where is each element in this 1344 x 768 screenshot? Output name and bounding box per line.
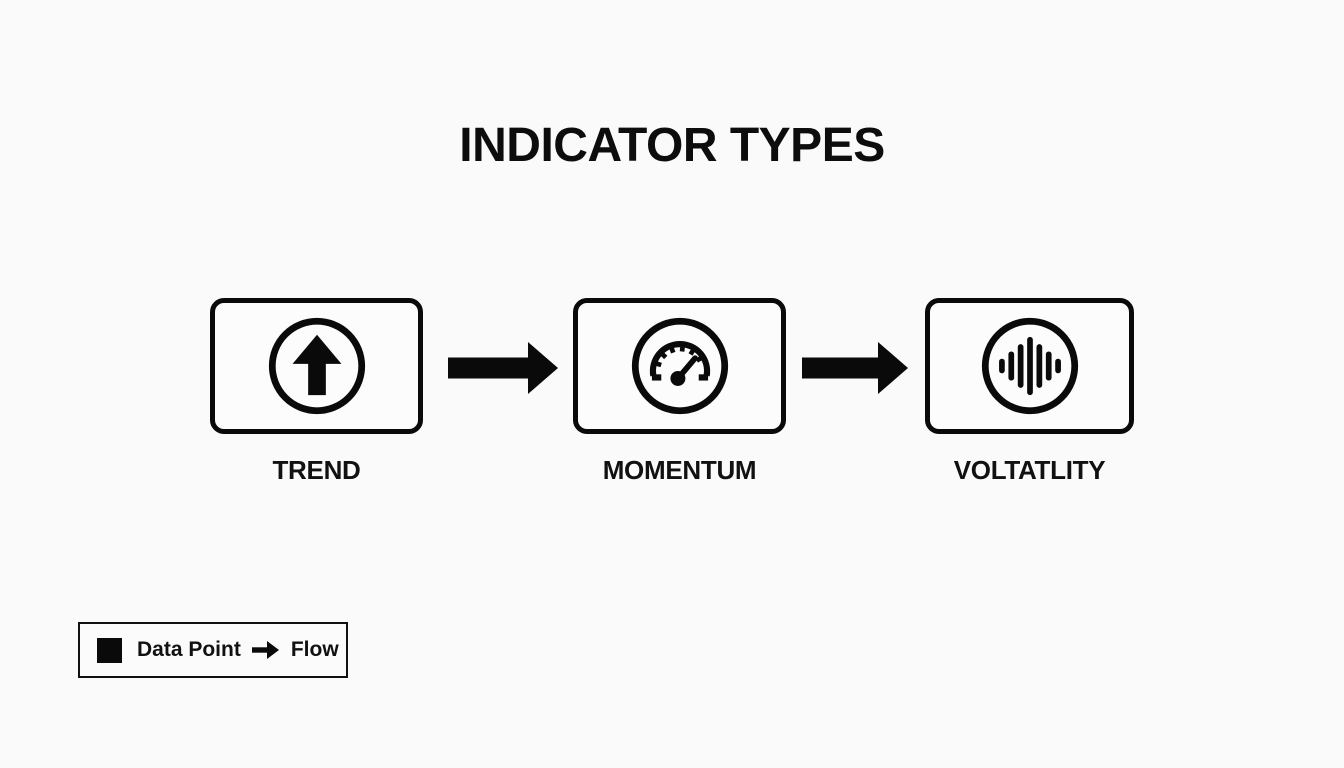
node-momentum (573, 298, 786, 434)
flow-arrow-icon (448, 342, 558, 394)
legend-flow-label: Flow (290, 638, 339, 661)
diagram-title: INDICATOR TYPES (459, 119, 885, 172)
flow-arrow-small-icon (251, 641, 279, 659)
data-point-square-icon (97, 637, 122, 663)
node-trend (210, 298, 423, 434)
gauge-icon (631, 317, 728, 415)
flow-arrow-icon (802, 342, 908, 394)
legend: Data Point Flow (78, 622, 348, 678)
node-momentum-label: MOMENTUM (602, 455, 757, 485)
node-volatility (925, 298, 1134, 434)
node-trend-label: TREND (272, 455, 361, 485)
legend-data-point-label: Data Point (137, 638, 241, 661)
trend-up-circle-icon (268, 317, 365, 415)
node-volatility-label: VOLTATLITY (953, 455, 1106, 485)
waveform-circle-icon (981, 317, 1078, 415)
